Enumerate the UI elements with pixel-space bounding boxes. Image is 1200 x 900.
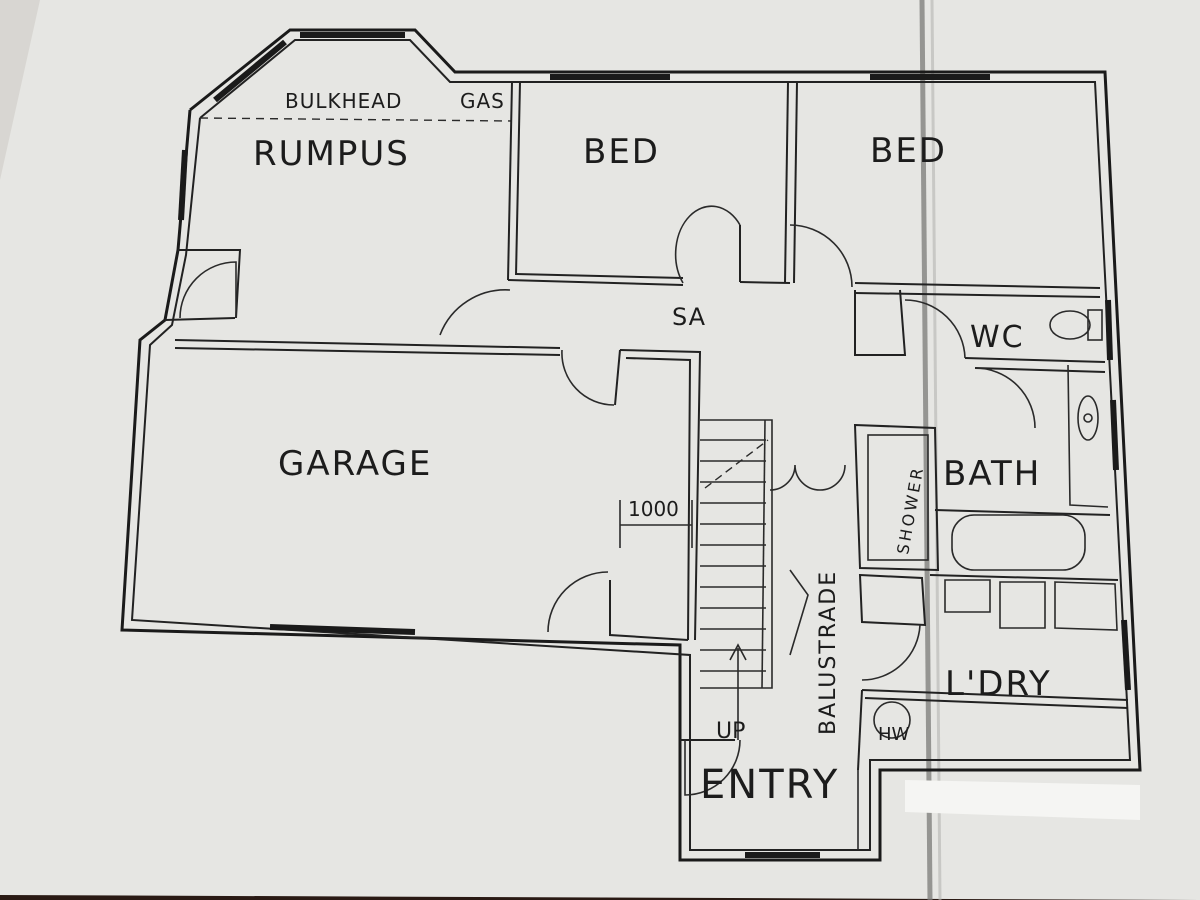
basin-icon	[1077, 395, 1099, 441]
hot-water-unit-icon	[873, 701, 911, 739]
laundry-label: L'DRY	[945, 664, 1052, 704]
paper-shadow	[0, 0, 40, 180]
rumpus-label: RUMPUS	[253, 134, 410, 174]
bed-label-1: BED	[583, 132, 660, 172]
stair-break-line	[704, 439, 769, 489]
doors	[179, 205, 1036, 796]
garage-label: GARAGE	[278, 444, 432, 484]
sa-label: SA	[672, 303, 706, 331]
entry-label: ENTRY	[700, 762, 839, 808]
balustrade-line	[789, 569, 809, 656]
bath-label: BATH	[943, 454, 1041, 494]
dimension-marker	[619, 500, 693, 548]
hw-label: HW	[878, 724, 910, 745]
windows	[178, 32, 1131, 858]
gas-label: GAS	[460, 89, 505, 113]
toilet-icon	[1049, 309, 1103, 341]
up-arrow-icon	[729, 643, 747, 740]
balustrade-label: BALUSTRADE	[816, 570, 841, 735]
dimension-label: 1000	[628, 497, 679, 521]
correction-patch	[905, 780, 1140, 820]
stair-treads	[700, 439, 766, 672]
bed-label-2: BED	[870, 131, 947, 171]
wc-label: WC	[970, 320, 1025, 355]
up-label: UP	[716, 719, 745, 744]
paper-fold	[919, 0, 933, 900]
interior-walls	[164, 81, 1129, 850]
bulkhead-label: BULKHEAD	[285, 89, 402, 113]
outer-walls	[120, 28, 1142, 862]
